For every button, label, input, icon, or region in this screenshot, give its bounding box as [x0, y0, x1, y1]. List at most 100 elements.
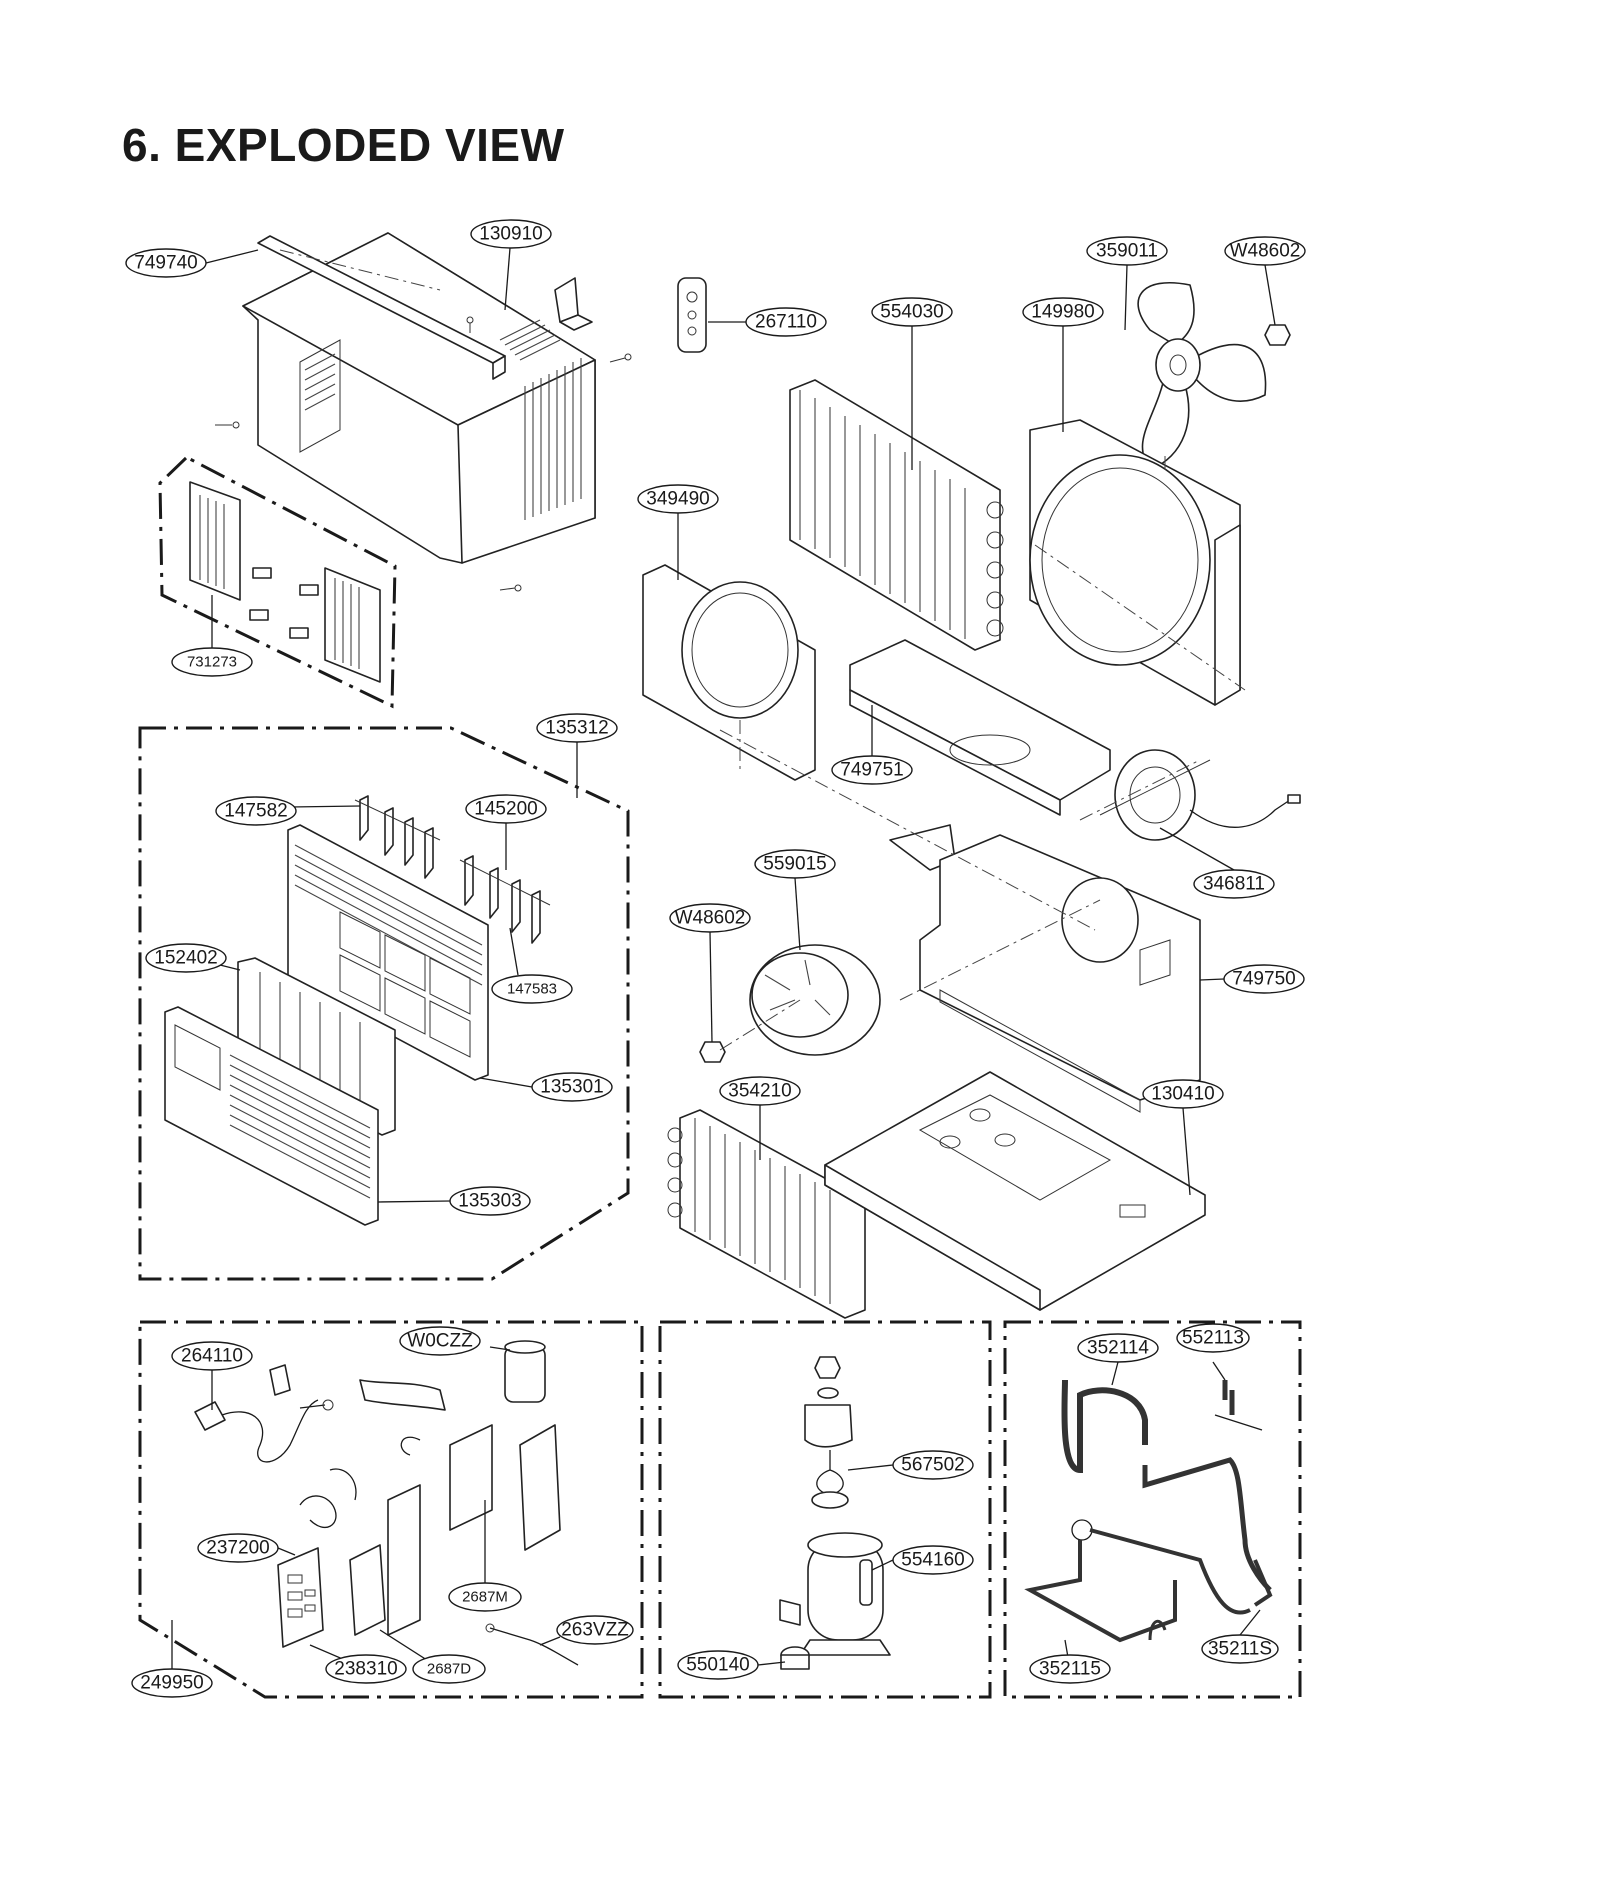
svg-text:237200: 237200	[206, 1538, 269, 1559]
part-label-145200: 145200	[465, 794, 547, 824]
svg-text:145200: 145200	[474, 799, 537, 820]
svg-text:152402: 152402	[154, 948, 217, 969]
compressor-part	[779, 1532, 891, 1656]
svg-text:W48602: W48602	[675, 908, 746, 929]
pipe-assembly-parts	[1024, 1379, 1273, 1643]
svg-text:130910: 130910	[479, 224, 542, 245]
part-label-354210: 354210	[719, 1076, 801, 1106]
refrigerant-piping-boundary	[1003, 1320, 1302, 1699]
svg-text:749740: 749740	[134, 253, 197, 274]
control-panel-part	[277, 1547, 324, 1648]
assembly-centerlines	[279, 249, 1246, 1051]
svg-text:354210: 354210	[728, 1081, 791, 1102]
front-grille-frame-part	[287, 824, 489, 1081]
part-label-263vzz: 263VZZ	[556, 1615, 634, 1645]
base-plate-part	[824, 1071, 1206, 1311]
top-rail-part	[257, 235, 506, 380]
part-label-238310: 238310	[325, 1654, 407, 1684]
svg-text:W0CZZ: W0CZZ	[407, 1331, 473, 1352]
part-label-749751: 749751	[831, 755, 913, 785]
fan-nut-top-part	[1264, 324, 1291, 346]
svg-text:147582: 147582	[224, 801, 287, 822]
part-label-237200: 237200	[197, 1533, 279, 1563]
svg-text:731273: 731273	[187, 654, 237, 671]
svg-text:749751: 749751	[840, 760, 903, 781]
part-label-346811: 346811	[1193, 869, 1275, 899]
svg-text:749750: 749750	[1232, 969, 1295, 990]
part-label-554160: 554160	[892, 1545, 974, 1575]
svg-text:349490: 349490	[646, 489, 709, 510]
part-label-559015: 559015	[754, 849, 836, 879]
part-label-147583: 147583	[491, 974, 573, 1004]
svg-text:249950: 249950	[140, 1673, 203, 1694]
part-label-130910: 130910	[470, 219, 552, 249]
part-label-554030: 554030	[871, 297, 953, 327]
louver-set-b-part	[459, 855, 551, 944]
condenser-coil-part	[789, 379, 1004, 651]
part-label-135301: 135301	[531, 1072, 613, 1102]
louver-set-a-part	[354, 795, 441, 879]
shroud-part	[1029, 419, 1241, 706]
part-label-264110: 264110	[171, 1341, 253, 1371]
front-grille-assembly-boundary	[138, 726, 630, 1281]
svg-text:135301: 135301	[540, 1077, 603, 1098]
part-label-35211s: 35211S	[1201, 1634, 1279, 1664]
mounting-bracket-part	[554, 277, 593, 331]
control-box-parts	[349, 1424, 561, 1636]
svg-text:550140: 550140	[686, 1655, 749, 1676]
leader-lines	[171, 247, 1276, 1670]
compressor-parts-boundary	[658, 1320, 992, 1699]
part-label-749750: 749750	[1223, 964, 1305, 994]
part-label-152402: 152402	[145, 943, 227, 973]
svg-text:267110: 267110	[755, 312, 817, 333]
part-label-135312: 135312	[536, 713, 618, 743]
svg-text:359011: 359011	[1096, 241, 1158, 262]
harness-parts	[269, 1364, 446, 1529]
part-label-352114: 352114	[1077, 1333, 1159, 1363]
capacitor-part	[504, 1340, 546, 1403]
svg-text:352114: 352114	[1087, 1338, 1149, 1359]
svg-text:147583: 147583	[507, 981, 557, 998]
power-cord-part	[194, 1399, 319, 1463]
part-label-w48602-top: W48602	[1224, 236, 1306, 266]
svg-text:567502: 567502	[901, 1455, 964, 1476]
part-label-130410: 130410	[1142, 1079, 1224, 1109]
side-curtain-kit	[189, 481, 381, 683]
svg-text:264110: 264110	[181, 1346, 243, 1367]
part-label-249950: 249950	[131, 1668, 213, 1698]
evaporator-coil-part	[667, 1109, 866, 1319]
part-label-359011: 359011	[1086, 236, 1168, 266]
propeller-fan-part	[1137, 282, 1267, 471]
svg-text:263VZZ: 263VZZ	[561, 1620, 629, 1641]
svg-text:238310: 238310	[334, 1659, 397, 1680]
compressor-cover-parts	[804, 1356, 853, 1509]
remote-control-part	[677, 277, 707, 353]
drain-pan-part	[849, 639, 1111, 816]
part-label-552113: 552113	[1176, 1323, 1250, 1353]
svg-text:35211S: 35211S	[1208, 1639, 1272, 1660]
part-label-w0czz: W0CZZ	[399, 1326, 481, 1356]
svg-text:559015: 559015	[763, 854, 826, 875]
grommet-part	[780, 1646, 810, 1670]
svg-text:346811: 346811	[1203, 874, 1265, 895]
part-label-731273: 731273	[171, 647, 253, 677]
part-label-2687m: 2687M	[448, 1582, 522, 1612]
svg-text:554160: 554160	[901, 1550, 964, 1571]
blower-nut-part	[699, 1041, 726, 1063]
screw-marks	[215, 316, 632, 592]
part-label-567502: 567502	[892, 1450, 974, 1480]
part-label-147582: 147582	[215, 796, 297, 826]
part-label-550140: 550140	[677, 1650, 759, 1680]
svg-text:135312: 135312	[545, 718, 608, 739]
part-label-352115: 352115	[1029, 1654, 1111, 1684]
svg-text:352115: 352115	[1039, 1659, 1101, 1680]
part-label-267110: 267110	[745, 307, 827, 337]
part-label-w48602-blower: W48602	[669, 903, 751, 933]
sensor-part	[485, 1623, 579, 1666]
page-title: 6. EXPLODED VIEW	[122, 119, 565, 171]
part-label-2687d: 2687D	[412, 1654, 486, 1684]
svg-text:149980: 149980	[1031, 302, 1094, 323]
part-label-135303: 135303	[449, 1186, 531, 1216]
base-pan-scroll-part	[889, 824, 1201, 1113]
orifice-plate-part	[642, 564, 816, 781]
